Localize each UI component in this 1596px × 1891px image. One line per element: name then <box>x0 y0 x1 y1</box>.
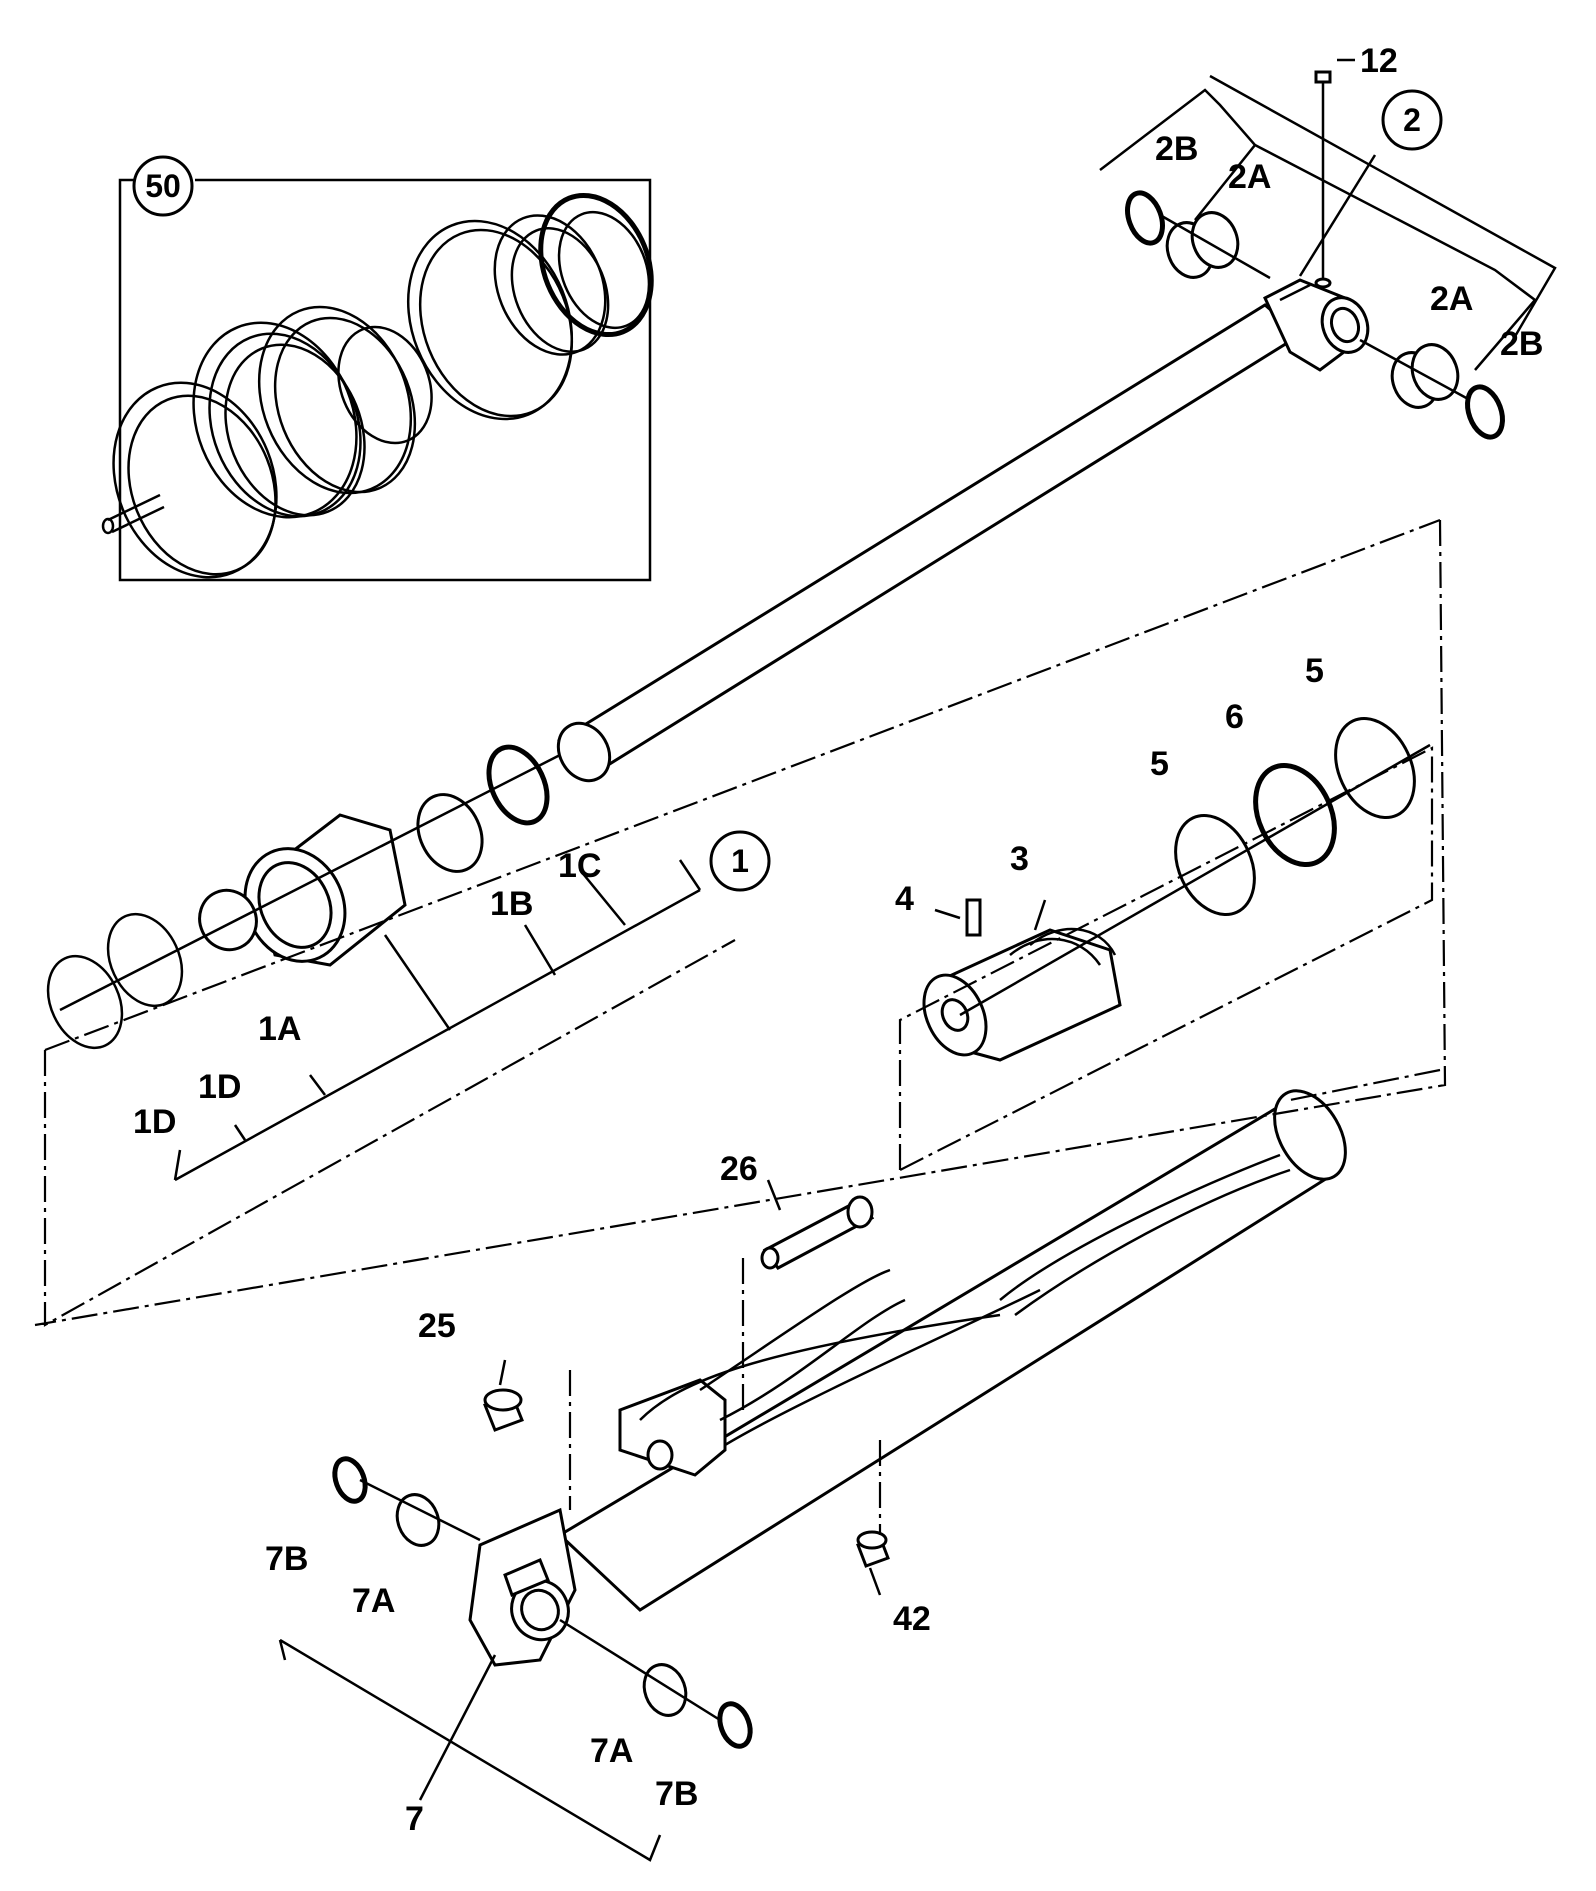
piston-rod <box>556 70 1505 783</box>
label-25: 25 <box>418 1307 456 1345</box>
leader-lines <box>173 58 1557 1862</box>
label-5-left: 5 <box>1150 745 1169 783</box>
label-2A-right: 2A <box>1430 280 1473 318</box>
label-1A: 1A <box>258 1010 301 1048</box>
label-7A-left: 7A <box>352 1582 395 1620</box>
label-3: 3 <box>1010 840 1029 878</box>
label-6: 6 <box>1225 698 1244 736</box>
callout-circle-2 <box>1381 89 1443 151</box>
label-5-right: 5 <box>1305 652 1324 690</box>
callout-circle-1 <box>709 830 771 892</box>
label-12: 12 <box>1360 42 1398 80</box>
label-4: 4 <box>895 880 914 918</box>
label-1C: 1C <box>558 847 601 885</box>
small-parts <box>483 1195 890 1568</box>
label-7A-right: 7A <box>590 1732 633 1770</box>
cylinder-barrel <box>332 1089 1347 1749</box>
piston <box>922 716 1431 1062</box>
callout-circle-50 <box>132 155 194 217</box>
part-labels: 12 2B 2A 2A 2B 5 6 5 3 4 1C 1B 1A 1D 1D … <box>133 42 1543 1838</box>
circled-callouts: 50 2 1 <box>132 89 1443 892</box>
label-1D-right: 1D <box>198 1068 241 1106</box>
callout-1: 1 <box>731 843 749 879</box>
label-42: 42 <box>893 1600 931 1638</box>
seal-kit-inset <box>101 178 654 582</box>
label-1B: 1B <box>490 885 533 923</box>
label-26: 26 <box>720 1150 758 1188</box>
label-2B-top: 2B <box>1155 130 1198 168</box>
callout-50: 50 <box>145 168 181 204</box>
label-1D-left: 1D <box>133 1103 176 1141</box>
label-7B-right: 7B <box>655 1775 698 1813</box>
label-2A-top: 2A <box>1228 158 1271 196</box>
label-7B-left: 7B <box>265 1540 308 1578</box>
callout-2: 2 <box>1403 102 1421 138</box>
label-7: 7 <box>405 1800 424 1838</box>
label-2B-right: 2B <box>1500 325 1543 363</box>
alignment-lines <box>34 518 1447 1535</box>
